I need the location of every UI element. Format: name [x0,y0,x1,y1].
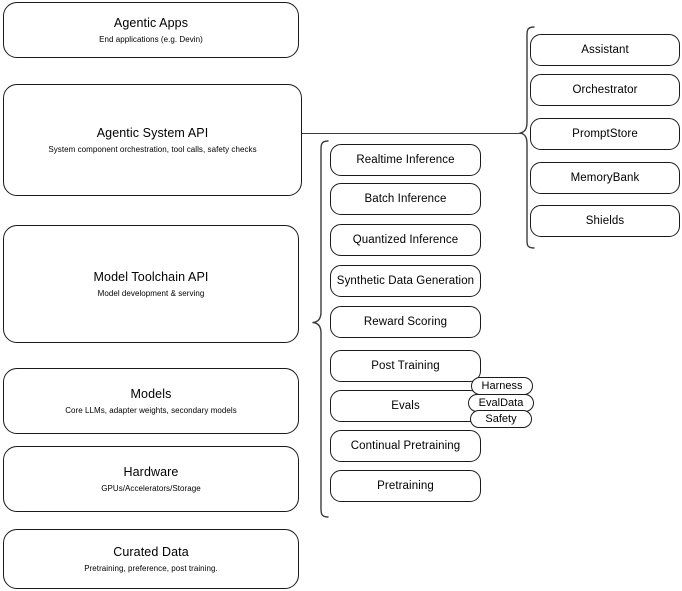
layer-models[interactable]: Models Core LLMs, adapter weights, secon… [3,368,299,434]
toolchain-item-evals[interactable]: Evals [330,390,481,422]
brace-model-toolchain [308,140,330,518]
item-label: PromptStore [572,128,638,140]
layer-hardware[interactable]: Hardware GPUs/Accelerators/Storage [3,446,299,512]
item-label: Orchestrator [572,84,638,96]
layer-subtitle: End applications (e.g. Devin) [99,34,203,44]
toolchain-item-continual-pretraining[interactable]: Continual Pretraining [330,430,481,462]
eval-tag-evaldata[interactable]: EvalData [468,394,534,412]
layer-agentic-apps[interactable]: Agentic Apps End applications (e.g. Devi… [3,2,299,58]
system-component-orchestrator[interactable]: Orchestrator [530,74,680,106]
item-label: Quantized Inference [352,234,459,246]
toolchain-item-synthetic-data-generation[interactable]: Synthetic Data Generation [330,265,481,297]
layer-subtitle: Core LLMs, adapter weights, secondary mo… [65,405,237,415]
layer-subtitle: GPUs/Accelerators/Storage [101,483,201,493]
item-label: MemoryBank [570,172,640,184]
toolchain-item-batch-inference[interactable]: Batch Inference [330,183,481,215]
system-component-assistant[interactable]: Assistant [530,34,680,66]
system-component-promptstore[interactable]: PromptStore [530,118,680,150]
eval-tag-label: Safety [485,413,517,425]
brace-system-components [518,26,540,250]
item-label: Assistant [581,44,629,56]
item-label: Evals [391,400,420,412]
toolchain-item-quantized-inference[interactable]: Quantized Inference [330,224,481,256]
item-label: Continual Pretraining [350,440,461,452]
system-component-shields[interactable]: Shields [530,205,680,237]
layer-title: Agentic System API [96,125,209,140]
connector-system-api-to-components [302,133,523,134]
item-label: Reward Scoring [363,316,448,328]
toolchain-item-reward-scoring[interactable]: Reward Scoring [330,306,481,338]
eval-tag-safety[interactable]: Safety [470,410,532,428]
toolchain-item-post-training[interactable]: Post Training [330,350,481,382]
item-label: Shields [585,215,625,227]
toolchain-item-pretraining[interactable]: Pretraining [330,470,481,502]
layer-subtitle: Model development & serving [97,288,205,298]
item-label: Batch Inference [364,193,447,205]
layer-subtitle: Pretraining, preference, post training. [84,563,218,573]
item-label: Pretraining [377,480,434,492]
toolchain-item-realtime-inference[interactable]: Realtime Inference [330,144,481,176]
layer-title: Agentic Apps [113,15,189,30]
layer-title: Model Toolchain API [93,269,209,284]
layer-agentic-system-api[interactable]: Agentic System API System component orch… [3,84,302,196]
layer-title: Hardware [123,464,179,479]
layer-subtitle: System component orchestration, tool cal… [48,144,257,154]
eval-tag-label: EvalData [478,397,524,409]
item-label: Synthetic Data Generation [336,275,475,287]
layer-title: Curated Data [113,544,189,559]
item-label: Post Training [371,360,440,372]
eval-tag-label: Harness [481,380,523,392]
layer-model-toolchain-api[interactable]: Model Toolchain API Model development & … [3,225,299,343]
layer-curated-data[interactable]: Curated Data Pretraining, preference, po… [3,529,299,589]
layer-title: Models [130,386,172,401]
eval-tag-harness[interactable]: Harness [471,377,533,395]
system-component-memorybank[interactable]: MemoryBank [530,162,680,194]
item-label: Realtime Inference [356,154,455,166]
